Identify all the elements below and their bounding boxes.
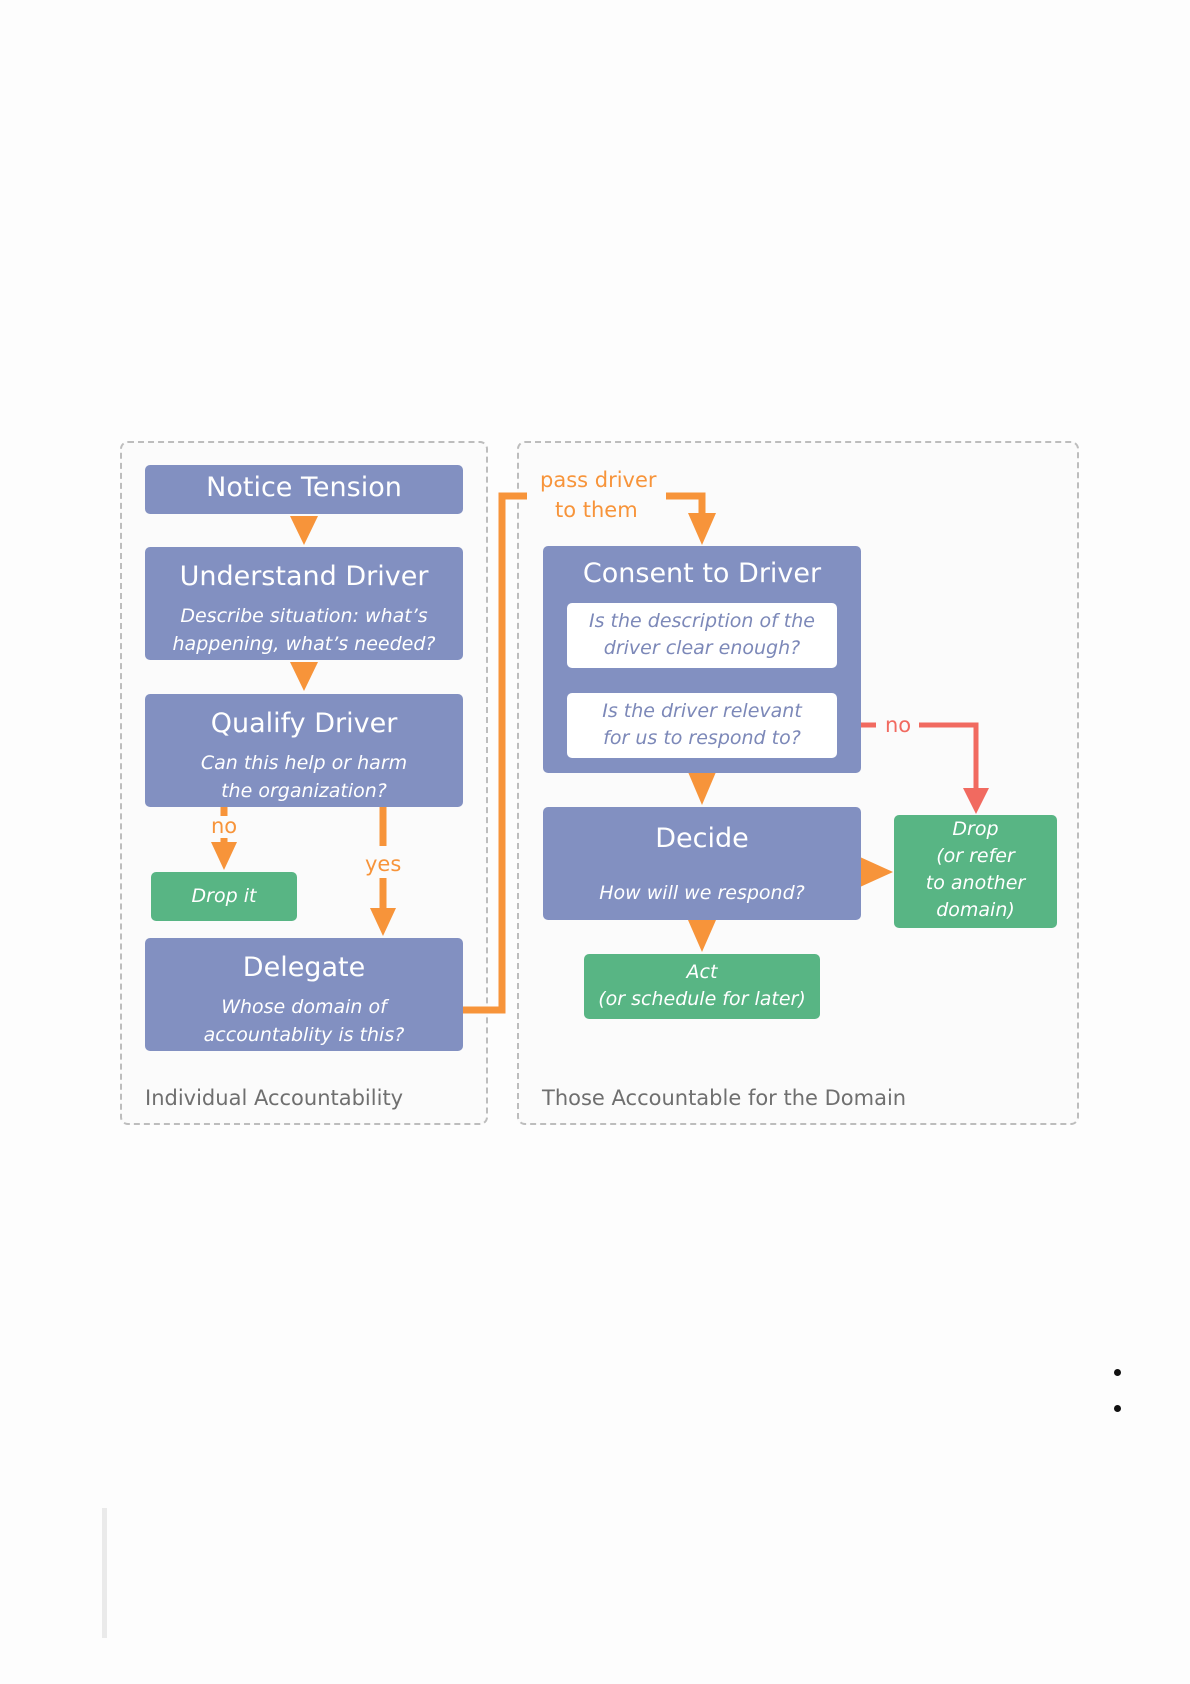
decide-subtitle: How will we respond? [599, 882, 805, 904]
act-line2: (or schedule for later) [598, 988, 806, 1010]
arrow-decide-to-act [688, 920, 716, 952]
no-to-drop-line [919, 722, 979, 790]
individual-accountability-label: Individual Accountability [145, 1086, 404, 1110]
qualify-no-label: no [211, 814, 238, 838]
list-bullet [1114, 1369, 1121, 1376]
delegate-subtitle-1: Whose domain of [221, 996, 387, 1018]
understand-driver-title: Understand Driver [179, 561, 429, 592]
pass-to-consent-line [666, 492, 706, 515]
consent-to-driver-title: Consent to Driver [582, 558, 822, 589]
delegate-subtitle-2: accountablity is this? [203, 1024, 405, 1046]
domain-accountability-label: Those Accountable for the Domain [542, 1086, 907, 1110]
arrow-qualify-yes [370, 908, 396, 936]
delegate-title: Delegate [242, 952, 366, 983]
notice-tension-node: Notice Tension [145, 465, 463, 514]
arrow-consent-to-decide [688, 772, 716, 805]
blockquote-bar [102, 1508, 107, 1638]
drop-it-node: Drop it [151, 872, 297, 921]
drop-or-refer-node: Drop (or refer to another domain) [894, 815, 1057, 928]
arrow-decide-to-drop [860, 857, 893, 887]
consent-no-label: no [885, 713, 912, 737]
decide-node: Decide How will we respond? [543, 807, 861, 920]
arrow-pass-to-consent [688, 513, 716, 545]
understand-driver-node: Understand Driver Describe situation: wh… [145, 547, 463, 660]
decide-title: Decide [655, 823, 749, 854]
qualify-driver-subtitle-1: Can this help or harm [200, 752, 408, 774]
arrow-understand-to-qualify [290, 662, 318, 691]
drop-or-refer-line2: (or refer [936, 845, 1015, 867]
qualify-driver-subtitle-2: the organization? [221, 780, 387, 802]
notice-tension-title: Notice Tension [206, 472, 402, 503]
drop-or-refer-line4: domain) [936, 899, 1015, 921]
list-bullet [1114, 1405, 1121, 1412]
qualify-driver-title: Qualify Driver [210, 708, 398, 739]
understand-driver-subtitle-1: Describe situation: what’s [180, 605, 428, 627]
act-line1: Act [686, 961, 718, 983]
arrow-notice-to-understand [290, 516, 318, 545]
qualify-yes-label: yes [365, 852, 402, 876]
delegate-to-pass-line [463, 492, 527, 1014]
consent-question-relevance-line1: Is the driver relevant [602, 700, 802, 722]
arrow-consent-no [963, 788, 989, 814]
act-node: Act (or schedule for later) [584, 954, 820, 1019]
understand-driver-subtitle-2: happening, what’s needed? [172, 633, 436, 655]
consent-question-relevance-line2: for us to respond to? [603, 727, 801, 749]
arrow-qualify-no [211, 842, 237, 870]
pass-driver-label-2: to them [555, 498, 638, 522]
drop-or-refer-line1: Drop [952, 818, 999, 840]
consent-to-driver-node: Consent to Driver Is the description of … [543, 546, 861, 773]
consent-question-clarity-line2: driver clear enough? [603, 637, 801, 659]
pass-driver-label-1: pass driver [540, 468, 657, 492]
qualify-driver-node: Qualify Driver Can this help or harm the… [145, 694, 463, 807]
drop-or-refer-line3: to another [925, 872, 1026, 894]
consent-question-clarity: Is the description of the driver clear e… [567, 603, 837, 668]
delegate-node: Delegate Whose domain of accountablity i… [145, 938, 463, 1051]
consent-question-relevance: Is the driver relevant for us to respond… [567, 693, 837, 758]
drop-it-text: Drop it [191, 885, 257, 907]
consent-question-clarity-line1: Is the description of the [589, 610, 815, 632]
